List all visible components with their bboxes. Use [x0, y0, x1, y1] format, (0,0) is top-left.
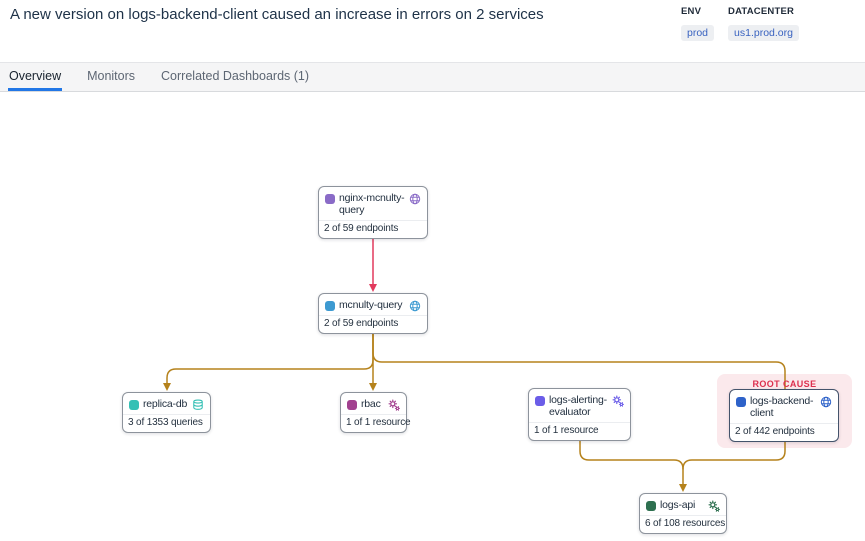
datacenter-label: DATACENTER: [728, 6, 795, 17]
datacenter-tag: DATACENTER us1.prod.org: [728, 6, 799, 41]
context-tags: ENV prod DATACENTER us1.prod.org: [681, 6, 799, 41]
node-detail: 1 of 1 resource: [341, 413, 411, 432]
node-detail: 2 of 59 endpoints: [319, 219, 427, 238]
gears-icon: [388, 399, 400, 411]
root-cause-label: ROOT CAUSE: [752, 379, 817, 389]
env-value-pill: prod: [681, 25, 715, 41]
node-name: mcnulty-query: [339, 299, 403, 311]
service-color-swatch: [646, 500, 656, 511]
service-color-swatch: [347, 399, 357, 410]
arrowhead-mcnulty: [369, 284, 377, 292]
node-logs-alerting-evaluator[interactable]: logs-alerting-evaluator 1 of 1 resource: [528, 388, 631, 441]
node-detail: 1 of 1 resource: [529, 421, 630, 440]
page-title: A new version on logs-backend-client cau…: [10, 6, 544, 23]
node-name: logs-backend-client: [750, 395, 814, 420]
node-replica-db[interactable]: replica-db 3 of 1353 queries: [122, 392, 211, 433]
node-name: replica-db: [143, 398, 188, 410]
service-color-swatch: [325, 300, 335, 311]
database-icon: [192, 399, 204, 411]
service-color-swatch: [535, 395, 545, 406]
arrowhead-logs-api: [679, 484, 687, 492]
node-logs-backend-client[interactable]: logs-backend-client 2 of 442 endpoints: [729, 389, 839, 442]
warn-edges: [163, 329, 786, 492]
node-detail: 3 of 1353 queries: [123, 413, 210, 432]
tab-monitors[interactable]: Monitors: [87, 68, 136, 83]
edge-logs-alerting-to-logs-api: [579, 435, 684, 486]
graph-edges: [163, 232, 786, 492]
tab-correlated-dashboards[interactable]: Correlated Dashboards (1): [161, 68, 310, 83]
node-detail: 2 of 59 endpoints: [319, 314, 427, 333]
arrowhead-rbac: [369, 383, 377, 391]
node-detail: 6 of 108 resources: [640, 514, 726, 533]
globe-icon: [820, 396, 832, 408]
tab-bar: Overview Monitors Correlated Dashboards …: [0, 62, 865, 92]
datacenter-value-pill: us1.prod.org: [728, 25, 799, 41]
node-mcnulty-query[interactable]: mcnulty-query 2 of 59 endpoints: [318, 293, 428, 334]
gears-icon: [612, 395, 624, 407]
node-logs-api[interactable]: logs-api 6 of 108 resources: [639, 493, 727, 534]
arrowhead-replica-db: [163, 383, 171, 391]
node-nginx-mcnulty-query[interactable]: nginx-mcnulty-query 2 of 59 endpoints: [318, 186, 428, 239]
env-tag: ENV prod: [681, 6, 715, 41]
page-header: A new version on logs-backend-client cau…: [0, 0, 865, 62]
service-color-swatch: [325, 193, 335, 204]
globe-icon: [409, 193, 421, 205]
dependency-graph-canvas: ROOT CAUSE nginx-mcnulty-query 2 of 59 e…: [0, 92, 865, 541]
globe-icon: [409, 300, 421, 312]
node-name: logs-api: [660, 499, 696, 511]
edge-mcnulty-to-replica-db: [166, 329, 374, 385]
env-label: ENV: [681, 6, 702, 17]
node-name: nginx-mcnulty-query: [339, 192, 405, 217]
error-edges: [369, 232, 377, 292]
node-detail: 2 of 442 endpoints: [730, 422, 838, 441]
node-name: rbac: [361, 398, 381, 410]
node-name: logs-alerting-evaluator: [549, 394, 607, 419]
service-color-swatch: [129, 399, 139, 410]
node-rbac[interactable]: rbac 1 of 1 resource: [340, 392, 411, 433]
service-color-swatch: [736, 396, 746, 407]
tab-overview[interactable]: Overview: [8, 63, 63, 91]
gears-icon: [708, 500, 720, 512]
